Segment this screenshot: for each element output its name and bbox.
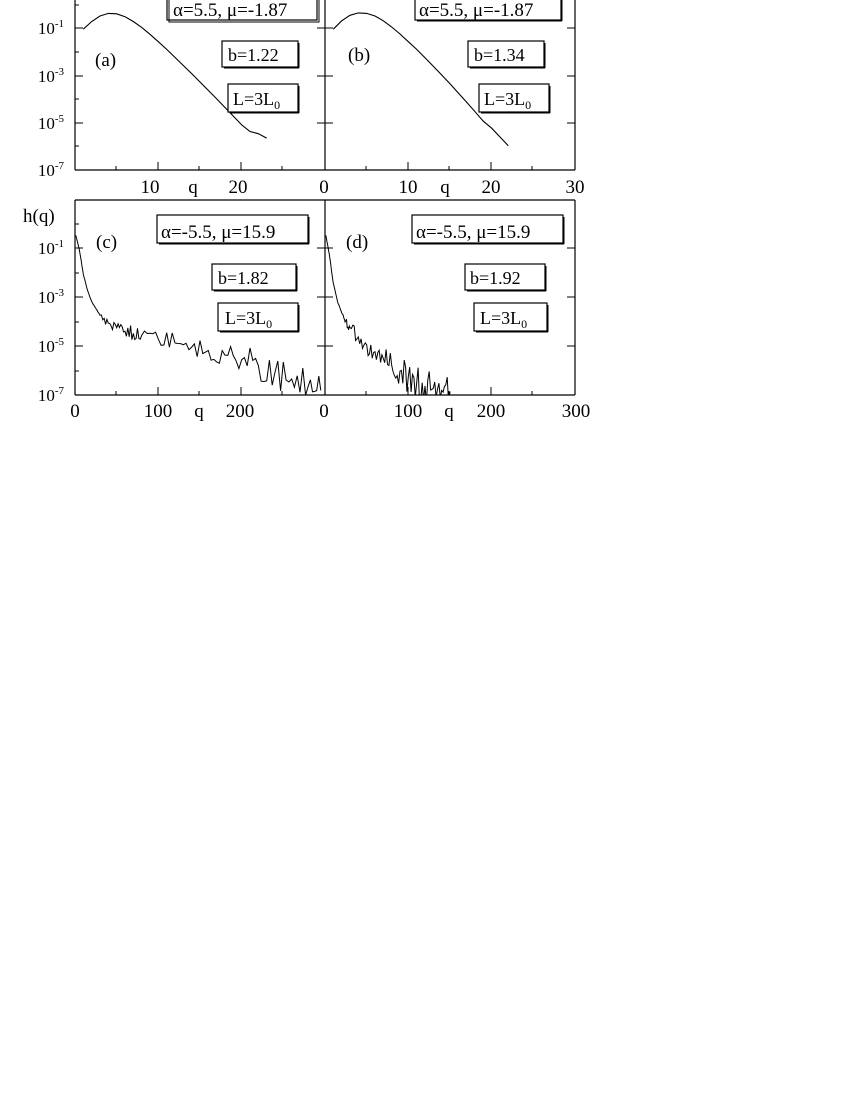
panel-a: (a) α=5.5, μ=-1.87 b=1.22 L=3L0 <box>38 0 325 198</box>
panel-d-xtick-300: 300 <box>562 401 591 422</box>
panel-c-label: (c) <box>96 232 117 253</box>
panel-c-params-box: α=-5.5, μ=15.9 <box>156 214 310 245</box>
panel-b-label: (b) <box>348 45 370 66</box>
panel-c: h(q) (c) α=-5.5, μ=15.9 b=1.82 L=3L0 <box>23 199 325 422</box>
panel-b-ticks <box>317 27 575 170</box>
panel-d-params-text: α=-5.5, μ=15.9 <box>416 222 530 243</box>
panel-d-b-text: b=1.92 <box>470 268 521 288</box>
panel-b-xlabel: q <box>440 177 450 198</box>
panel-a-ytick-1: 10-1 <box>38 18 64 38</box>
panel-b: (b) α=5.5, μ=-1.87 b=1.34 L=3L0 <box>317 0 585 198</box>
panel-c-b-box: b=1.82 <box>211 263 298 292</box>
panel-c-ytick-7: 10-7 <box>38 385 65 405</box>
panel-c-ytick-5: 10-5 <box>38 336 65 356</box>
panel-a-xlabel: q <box>188 177 198 198</box>
panel-a-params-box: α=5.5, μ=-1.87 <box>166 0 320 23</box>
panel-d-params-box: α=-5.5, μ=15.9 <box>411 214 565 245</box>
panel-a-ytick-3: 10-3 <box>38 66 65 86</box>
panel-a-ytick-7: 10-7 <box>38 160 65 180</box>
panel-c-ylabel: h(q) <box>23 206 55 227</box>
panel-a-ytick-5: 10-5 <box>38 113 65 133</box>
panel-c-ytick-3: 10-3 <box>38 287 65 307</box>
panel-d-xtick-200: 200 <box>477 401 506 422</box>
panel-b-L-box: L=3L0 <box>478 83 551 114</box>
panel-a-ticks <box>75 4 283 170</box>
panel-c-ytick-labels: 10-1 10-3 10-5 10-7 <box>38 238 65 405</box>
panel-b-b-box: b=1.34 <box>467 40 546 69</box>
panel-d-xtick-0: 0 <box>319 401 329 422</box>
panel-c-L-box: L=3L0 <box>217 302 300 333</box>
panel-c-xtick-200: 200 <box>226 401 255 422</box>
panel-a-label: (a) <box>95 50 116 71</box>
panel-d-curve <box>325 235 451 395</box>
panel-a-L-box: L=3L0 <box>227 83 300 114</box>
panel-b-xtick-20: 20 <box>482 177 501 198</box>
panel-a-xtick-10: 10 <box>141 177 160 198</box>
panel-b-b-text: b=1.34 <box>474 45 525 65</box>
panel-b-curve <box>332 12 509 147</box>
panel-c-L-text: L=3L0 <box>225 308 272 331</box>
panel-a-ytick-labels: 10-1 10-3 10-5 10-7 <box>38 18 65 180</box>
panel-b-xtick-10: 10 <box>399 177 418 198</box>
panel-b-L-text: L=3L0 <box>484 89 531 112</box>
panel-c-curve <box>75 235 322 395</box>
panel-d-L-text: L=3L0 <box>480 308 527 331</box>
panel-a-params-text: α=5.5, μ=-1.87 <box>173 0 287 21</box>
panel-c-ytick-1: 10-1 <box>38 238 64 258</box>
panel-c-b-text: b=1.82 <box>218 268 269 288</box>
panel-c-params-text: α=-5.5, μ=15.9 <box>161 222 275 243</box>
panel-d-xlabel: q <box>444 401 454 422</box>
panel-d-xtick-100: 100 <box>394 401 423 422</box>
panel-d-ticks <box>317 247 575 395</box>
panel-c-xlabel: q <box>194 401 204 422</box>
panel-d-label: (d) <box>346 232 368 253</box>
panel-a-b-text: b=1.22 <box>228 45 279 65</box>
panel-d-b-box: b=1.92 <box>464 263 547 292</box>
panel-c-ticks <box>75 223 283 395</box>
panel-d: (d) α=-5.5, μ=15.9 b=1.92 L=3L0 <box>317 199 591 422</box>
panel-b-xtick-30: 30 <box>566 177 585 198</box>
panel-b-xtick-0: 0 <box>319 177 329 198</box>
panel-a-xtick-20: 20 <box>229 177 248 198</box>
panel-d-L-box: L=3L0 <box>473 302 549 333</box>
panel-b-params-box: α=5.5, μ=-1.87 <box>414 0 563 22</box>
panel-a-b-box: b=1.22 <box>221 40 300 69</box>
panel-c-xtick-100: 100 <box>144 401 173 422</box>
panel-b-params-text: α=5.5, μ=-1.87 <box>419 0 533 21</box>
panel-a-curve <box>82 12 267 139</box>
panel-a-L-text: L=3L0 <box>233 89 280 112</box>
panel-c-xtick-0: 0 <box>70 401 80 422</box>
